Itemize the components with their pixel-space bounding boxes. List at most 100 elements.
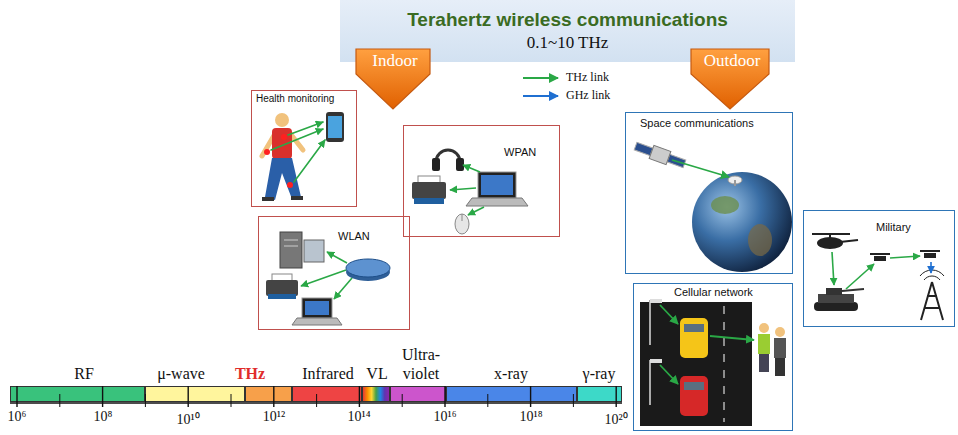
health-figure: [291, 196, 303, 200]
tick-mark: [187, 386, 188, 407]
cellular-scene: [758, 334, 770, 354]
space-scene: [734, 180, 736, 186]
wlan-devices: [304, 240, 324, 262]
wlan-devices: [272, 274, 292, 281]
band-label: THz: [235, 365, 265, 383]
wlan-devices: [280, 232, 302, 268]
wpan-devices: [450, 188, 476, 190]
application-box: Cellular network: [633, 283, 793, 431]
health-figure: [294, 140, 325, 182]
application-box: Health monitoring: [251, 90, 357, 207]
space-scene: [633, 140, 687, 171]
node-label: Indoor: [355, 48, 435, 71]
cellular-scene: [759, 323, 769, 333]
spectrum-band: x-ray: [446, 386, 577, 402]
health-figure: [264, 149, 270, 155]
legend-text: THz link: [566, 70, 609, 85]
tick-mark: [402, 394, 403, 407]
legend-sample: [523, 77, 558, 79]
wpan-devices: [463, 165, 480, 172]
wlan-devices: [301, 270, 346, 286]
wlan-devices: [305, 301, 329, 315]
space-scene: [748, 224, 772, 256]
wlan-devices: [327, 252, 347, 263]
space-scene: [672, 160, 729, 177]
wpan-devices: [478, 172, 516, 198]
cellular-scene: [640, 302, 752, 426]
wlan-devices: [266, 280, 298, 296]
military-scene: [924, 253, 936, 258]
military-scene: [818, 294, 854, 303]
space-scene: [711, 196, 739, 214]
military-scene: [840, 240, 858, 242]
tick-mark: [359, 386, 360, 407]
wpan-devices: [412, 182, 446, 199]
health-figure: [275, 113, 289, 127]
axis-label: 10¹²: [263, 409, 285, 425]
banner-text: Terahertz wireless communications: [407, 9, 728, 31]
tick-mark: [59, 394, 60, 407]
spectrum-band: RF: [10, 386, 145, 402]
cellular-scene: [774, 338, 786, 358]
cellular-scene: [759, 354, 769, 372]
spectrum-band: Infrared: [292, 386, 362, 402]
wpan-devices: [481, 175, 513, 195]
health-figure: [326, 112, 344, 142]
wpan-devices: [412, 150, 528, 234]
wlan-devices: [266, 232, 390, 325]
military-scene: [920, 250, 940, 252]
application-box: Space communications: [625, 112, 793, 274]
military-scene: [814, 302, 858, 311]
spectrum-band: VL: [362, 386, 390, 402]
axis-label: 10¹⁶: [433, 409, 456, 425]
node-label: Military: [876, 221, 911, 234]
cellular-scene: [680, 376, 708, 416]
military-scene: [846, 264, 874, 289]
axis-label: 10²⁰: [604, 409, 627, 428]
tick-mark: [273, 386, 274, 407]
wpan-devices: [455, 214, 469, 234]
legend-samples: [523, 78, 558, 96]
cellular-scene: [680, 318, 708, 358]
axis-label: 10⁸: [94, 409, 113, 425]
tick-mark: [145, 394, 146, 407]
military-scene: [920, 270, 944, 280]
space-scene: [692, 172, 792, 272]
wlan-devices: [334, 278, 352, 299]
wpan-devices: [462, 214, 463, 221]
band-label: γ-ray: [583, 365, 616, 383]
application-box: WLAN: [258, 216, 410, 330]
application-box: WPAN: [403, 125, 560, 237]
band-label: μ-wave: [157, 365, 205, 383]
tick-mark: [102, 386, 103, 407]
cellular-scene: [775, 327, 785, 337]
outdoor-arrow: Outdoor: [690, 48, 774, 110]
health-figure: [262, 112, 344, 201]
space-scene: [649, 145, 671, 164]
tick-mark: [616, 386, 617, 407]
tick-mark: [530, 386, 531, 407]
cellular-scene: [649, 300, 651, 345]
tick-mark: [573, 394, 574, 407]
wlan-devices: [284, 240, 298, 241]
wpan-devices: [456, 158, 464, 171]
cellular-scene: [649, 360, 651, 405]
node-label: Cellular network: [674, 286, 753, 299]
wlan-devices: [346, 259, 390, 277]
band-label: VL: [366, 365, 387, 383]
wlan-devices: [302, 298, 332, 318]
military-scene: [870, 253, 890, 255]
tick-mark: [487, 394, 488, 407]
indoor-arrow: Indoor: [355, 48, 435, 110]
military-scene: [832, 252, 834, 285]
wlan-devices: [292, 318, 342, 325]
cellular-scene: [775, 358, 785, 376]
military-scene: [826, 288, 842, 295]
spectrum-band: γ-ray: [577, 386, 622, 402]
axis-line: [10, 402, 622, 404]
spectrum-band: THz: [245, 386, 292, 402]
health-figure: [281, 134, 287, 140]
